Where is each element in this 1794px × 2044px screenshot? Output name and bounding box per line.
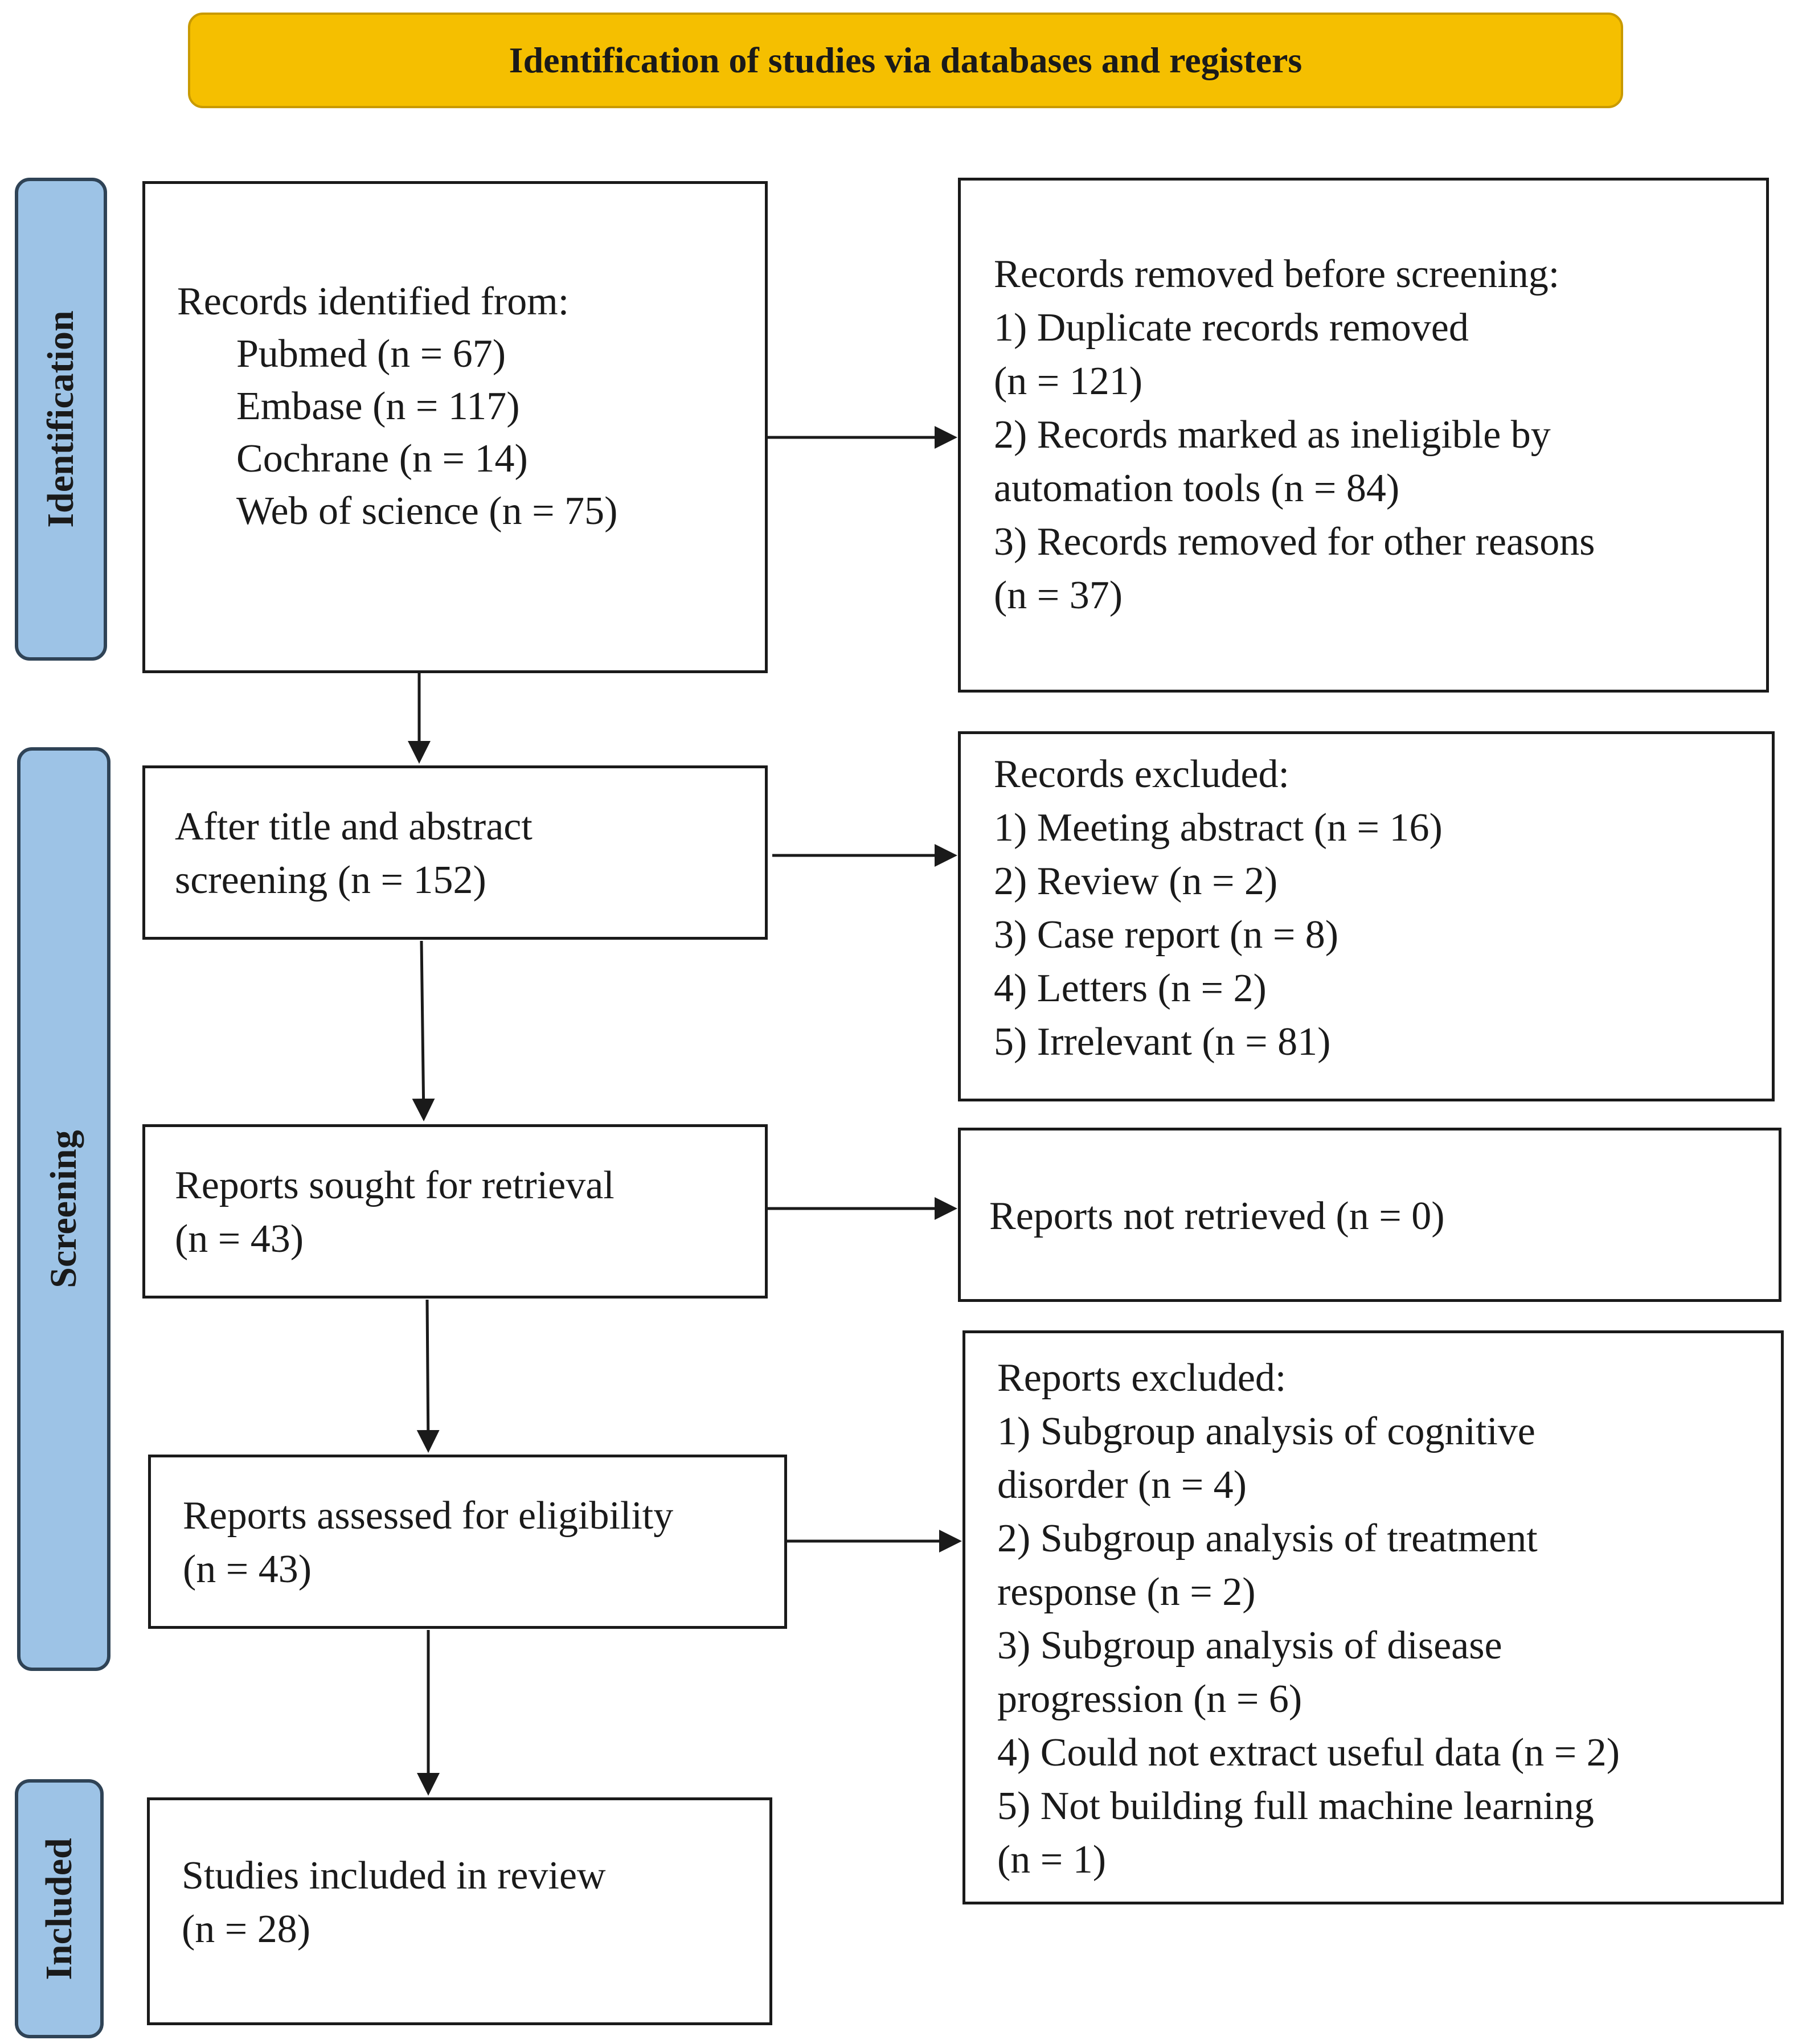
removed-line-4: 2) Records marked as ineligible by	[994, 413, 1551, 457]
included-line-1: Studies included in review	[182, 1854, 606, 1898]
retrieval-line-2: (n = 43)	[175, 1217, 304, 1261]
excluded-line-6: 5) Irrelevant (n = 81)	[994, 1020, 1331, 1064]
phase-bar-identification: Identification	[15, 178, 107, 661]
reports-excluded-line-8: 4) Could not extract useful data (n = 2)	[997, 1731, 1620, 1775]
excluded-line-2: 1) Meeting abstract (n = 16)	[994, 806, 1443, 850]
excluded-line-4: 3) Case report (n = 8)	[994, 913, 1339, 957]
reports-excluded-line-6: 3) Subgroup analysis of disease	[997, 1624, 1502, 1668]
removed-line-6: 3) Records removed for other reasons	[994, 520, 1595, 564]
screening-line-2: screening (n = 152)	[175, 858, 486, 902]
records-identified-heading: Records identified from:	[177, 280, 570, 323]
excluded-line-1: Records excluded:	[994, 752, 1289, 796]
records-identified-box: Records identified from: Pubmed (n = 67)…	[142, 181, 768, 673]
reports-not-retrieved-box: Reports not retrieved (n = 0)	[958, 1128, 1781, 1302]
reports-excluded-line-1: Reports excluded:	[997, 1356, 1287, 1400]
screening-line-1: After title and abstract	[175, 805, 533, 849]
retrieval-line-1: Reports sought for retrieval	[175, 1164, 615, 1207]
header-title: Identification of studies via databases …	[509, 40, 1303, 80]
reports-excluded-line-4: 2) Subgroup analysis of treatment	[997, 1517, 1538, 1560]
not-retrieved-text: Reports not retrieved (n = 0)	[989, 1194, 1445, 1238]
arrow-retrieval-to-assessed	[416, 1299, 440, 1453]
removed-line-7: (n = 37)	[994, 574, 1123, 617]
reports-excluded-line-3: disorder (n = 4)	[997, 1463, 1247, 1507]
phase-bar-screening: Screening	[17, 747, 110, 1671]
removed-line-3: (n = 121)	[994, 359, 1143, 403]
reports-excluded-line-7: progression (n = 6)	[997, 1677, 1303, 1721]
records-excluded-box: Records excluded: 1) Meeting abstract (n…	[958, 731, 1775, 1101]
reports-excluded-box: Reports excluded: 1) Subgroup analysis o…	[962, 1330, 1784, 1904]
phase-bar-included: Included	[15, 1779, 104, 2038]
reports-excluded-line-9: 5) Not building full machine learning	[997, 1784, 1594, 1828]
source-embase: Embase (n = 117)	[236, 384, 520, 428]
included-line-2: (n = 28)	[182, 1907, 311, 1951]
source-cochrane: Cochrane (n = 14)	[236, 437, 528, 481]
excluded-line-5: 4) Letters (n = 2)	[994, 966, 1267, 1010]
removed-line-1: Records removed before screening:	[994, 252, 1560, 296]
source-web-of-science: Web of science (n = 75)	[236, 489, 618, 533]
reports-excluded-line-5: response (n = 2)	[997, 1570, 1256, 1614]
reports-sought-box: Reports sought for retrieval (n = 43)	[142, 1124, 768, 1299]
excluded-line-3: 2) Review (n = 2)	[994, 859, 1278, 903]
arrow-screening-to-retrieval	[412, 940, 435, 1121]
records-removed-box: Records removed before screening: 1) Dup…	[958, 178, 1769, 693]
removed-line-2: 1) Duplicate records removed	[994, 306, 1469, 350]
title-abstract-screening-box: After title and abstract screening (n = …	[142, 765, 768, 940]
eligibility-line-1: Reports assessed for eligibility	[183, 1494, 674, 1538]
reports-excluded-line-2: 1) Subgroup analysis of cognitive	[997, 1410, 1535, 1453]
header-banner: Identification of studies via databases …	[188, 13, 1623, 108]
studies-included-box: Studies included in review (n = 28)	[147, 1797, 772, 2025]
reports-assessed-box: Reports assessed for eligibility (n = 43…	[148, 1455, 787, 1629]
reports-excluded-line-10: (n = 1)	[997, 1838, 1107, 1882]
eligibility-line-2: (n = 43)	[183, 1547, 312, 1591]
source-pubmed: Pubmed (n = 67)	[236, 332, 506, 376]
removed-line-5: automation tools (n = 84)	[994, 466, 1400, 510]
